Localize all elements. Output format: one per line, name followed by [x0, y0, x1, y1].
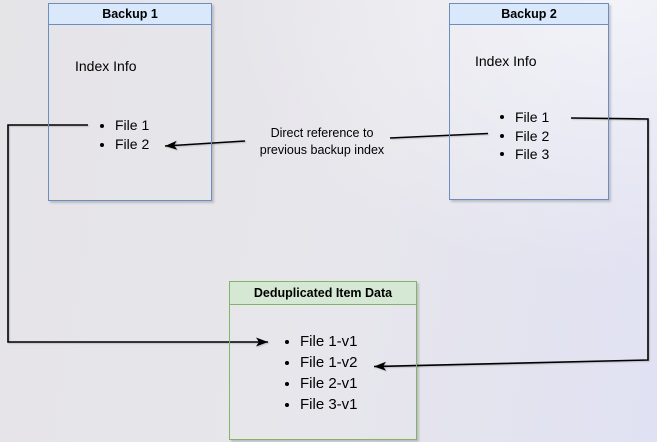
list-item: File 2 — [100, 135, 149, 154]
backup2-index-info-label: Index Info — [475, 53, 537, 69]
list-item: File 1 — [500, 108, 549, 127]
dedup-node: Deduplicated Item Data — [229, 281, 417, 440]
arrow-backup2-file1-to-dedup — [373, 117, 649, 371]
backup2-title: Backup 2 — [501, 7, 557, 21]
dedup-header: Deduplicated Item Data — [230, 282, 416, 305]
list-item: File 1-v2 — [285, 352, 358, 373]
arrow-reference-right-segment — [389, 132, 489, 139]
arrow-reference-left-segment — [164, 140, 246, 150]
backup1-index-info-label: Index Info — [75, 58, 137, 74]
list-item: File 2 — [500, 127, 549, 146]
reference-annotation: Direct reference to previous backup inde… — [232, 125, 412, 159]
backup1-header: Backup 1 — [49, 4, 211, 25]
backup2-file-list: File 1 File 2 File 3 — [500, 108, 549, 164]
backup2-header: Backup 2 — [450, 4, 608, 25]
annotation-line1: Direct reference to — [270, 126, 374, 140]
dedup-file-list: File 1-v1 File 1-v2 File 2-v1 File 3-v1 — [285, 331, 358, 415]
backup1-file-list: File 1 File 2 — [100, 116, 149, 154]
list-item: File 1-v1 — [285, 331, 358, 352]
backup2-node: Backup 2 — [449, 3, 609, 200]
backup1-node: Backup 1 — [48, 3, 212, 201]
backup1-title: Backup 1 — [102, 7, 158, 21]
list-item: File 3-v1 — [285, 394, 358, 415]
list-item: File 2-v1 — [285, 373, 358, 394]
list-item: File 3 — [500, 145, 549, 164]
list-item: File 1 — [100, 116, 149, 135]
annotation-line2: previous backup index — [259, 143, 385, 157]
dedup-title: Deduplicated Item Data — [253, 286, 393, 300]
